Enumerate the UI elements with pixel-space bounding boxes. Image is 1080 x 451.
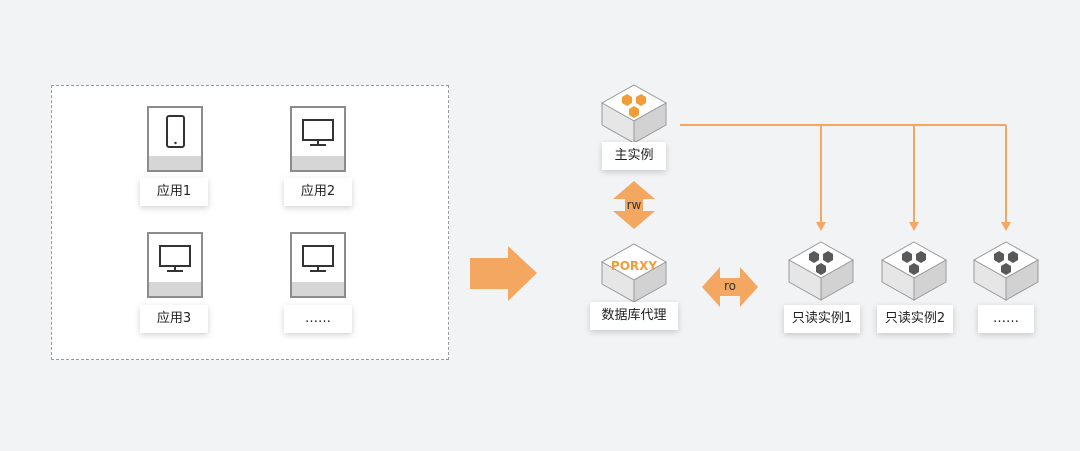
monitor-icon — [147, 232, 203, 298]
database-node-icon — [880, 241, 948, 301]
readonly-node-label-1: 只读实例1 — [784, 305, 860, 333]
app-label-3: 应用3 — [140, 305, 208, 333]
phone-icon — [147, 106, 203, 172]
database-node-icon — [787, 241, 855, 301]
readonly-node-label-more: …… — [978, 305, 1034, 333]
monitor-icon — [290, 106, 346, 172]
app-label-2: 应用2 — [284, 178, 352, 206]
primary-node-label: 主实例 — [602, 142, 666, 170]
app-label-1: 应用1 — [140, 178, 208, 206]
readonly-node-label-2: 只读实例2 — [877, 305, 953, 333]
app-label-more: …… — [284, 305, 352, 333]
ro-label: ro — [723, 279, 736, 293]
applications-group — [51, 85, 449, 360]
proxy-badge: PORXY — [610, 259, 658, 273]
proxy-node-label: 数据库代理 — [590, 302, 678, 330]
rw-label: rw — [626, 198, 642, 212]
monitor-icon — [290, 232, 346, 298]
database-node-icon — [972, 241, 1040, 301]
